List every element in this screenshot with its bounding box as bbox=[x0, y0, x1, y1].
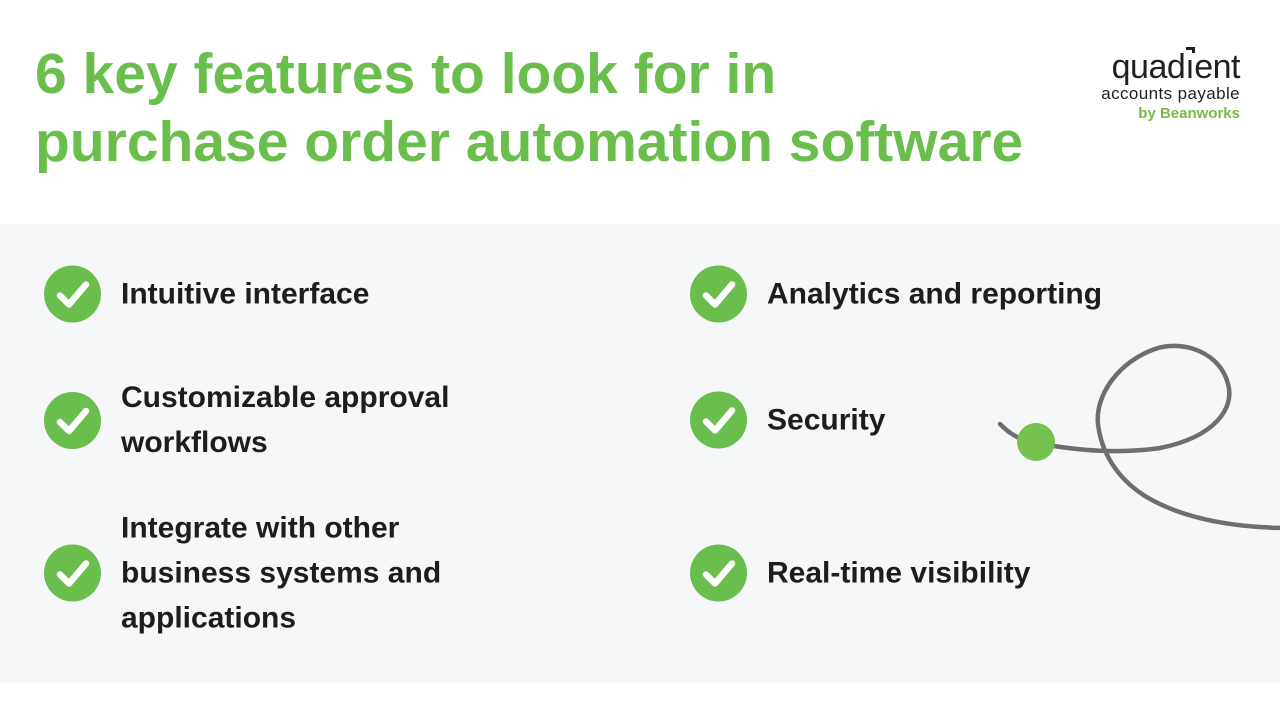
checkmark-icon bbox=[690, 265, 747, 323]
feature-label: Real-time visibility bbox=[767, 556, 1031, 590]
feature-label: Intuitive interface bbox=[121, 277, 370, 311]
logo-i-bracket-mark bbox=[1186, 47, 1196, 53]
logo-subtitle: accounts payable bbox=[1101, 84, 1240, 103]
logo-brand-pre: quad bbox=[1111, 48, 1186, 86]
feature-customizable-approval-workflows: Customizable approval workflows bbox=[44, 375, 531, 465]
checkmark-icon bbox=[690, 391, 747, 449]
logo-brand-i: ı bbox=[1185, 47, 1196, 86]
green-dot bbox=[1017, 423, 1055, 461]
feature-realtime-visibility: Real-time visibility bbox=[690, 544, 1237, 602]
logo-byline: by Beanworks bbox=[1138, 105, 1240, 122]
feature-integrate-business-systems: Integrate with other business systems an… bbox=[44, 506, 531, 641]
page-title-line2: purchase order automation software bbox=[35, 110, 1024, 174]
feature-intuitive-interface: Intuitive interface bbox=[44, 265, 531, 323]
content-band bbox=[0, 224, 1280, 683]
checkmark-icon bbox=[44, 544, 101, 602]
page-title-line1: 6 key features to look for in bbox=[35, 42, 777, 106]
checkmark-icon bbox=[690, 544, 747, 602]
feature-label: Security bbox=[767, 403, 886, 437]
squiggle-line bbox=[997, 343, 1280, 531]
page-title: 6 key features to look for in purchase o… bbox=[35, 40, 1185, 176]
header: 6 key features to look for in purchase o… bbox=[0, 0, 1280, 224]
feature-label: Integrate with other business systems an… bbox=[121, 511, 442, 635]
feature-analytics-reporting: Analytics and reporting bbox=[690, 265, 1237, 323]
footer-strip bbox=[0, 683, 1280, 720]
checkmark-icon bbox=[44, 265, 101, 323]
checkmark-icon bbox=[44, 391, 101, 449]
feature-label: Analytics and reporting bbox=[767, 277, 1103, 311]
logo-brand-post: ent bbox=[1194, 48, 1240, 86]
feature-label: Customizable approval workflows bbox=[121, 381, 450, 459]
decorative-squiggle bbox=[997, 343, 1280, 531]
feature-security: Security bbox=[690, 391, 1237, 449]
